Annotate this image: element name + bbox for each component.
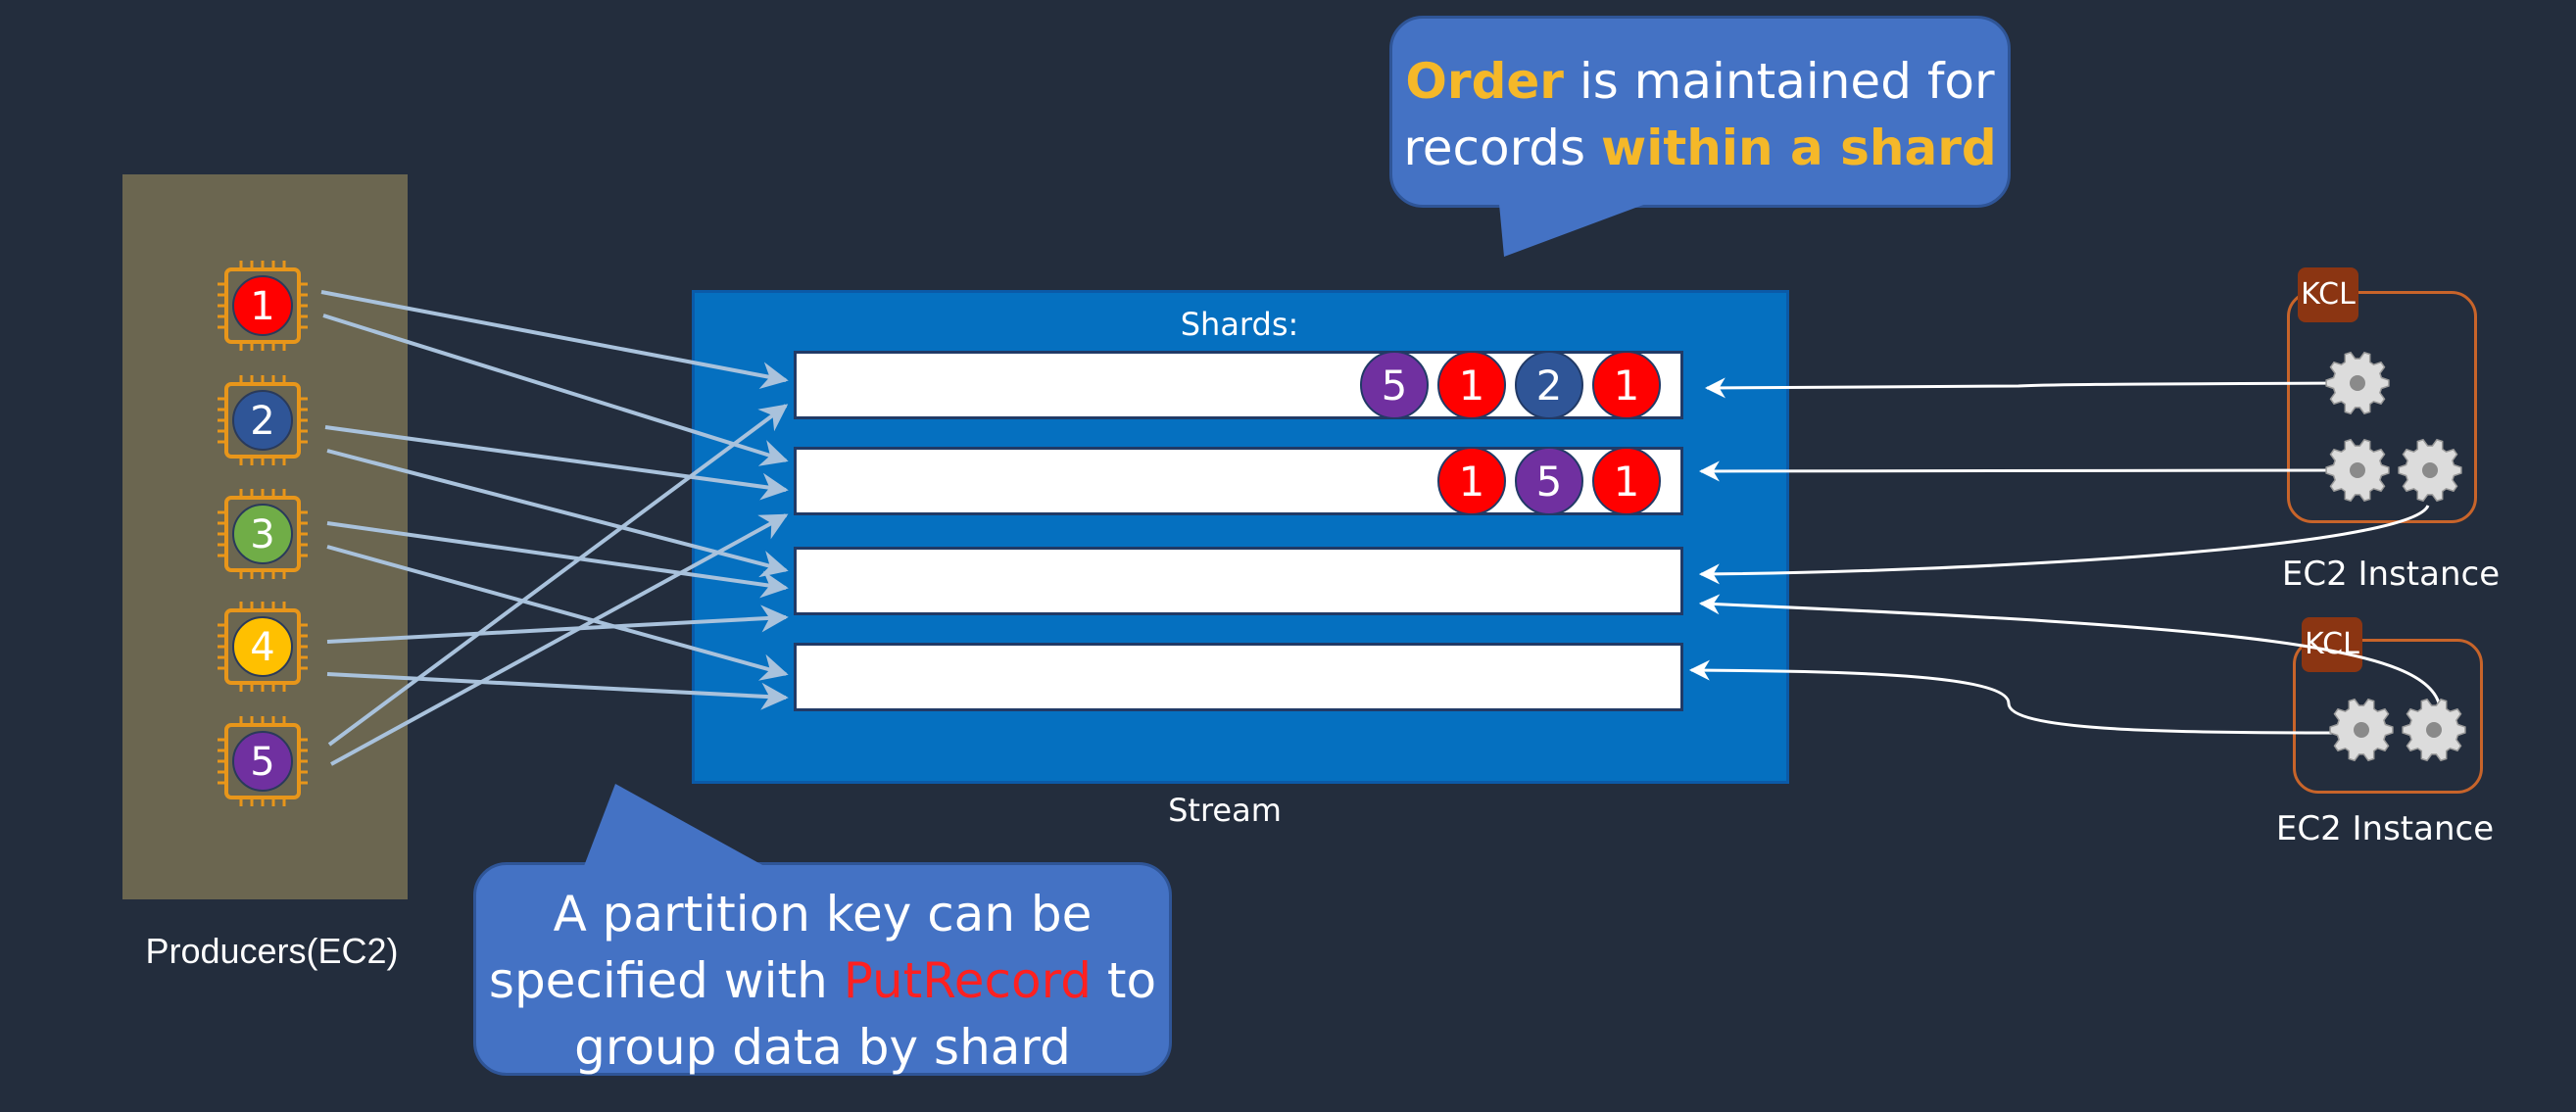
cpu-chip-icon: 3	[218, 489, 308, 579]
order-keyword-2: within a shard	[1601, 120, 1997, 176]
producer-arrow-9	[327, 404, 789, 747]
record-number: 1	[1614, 362, 1640, 410]
partition-text-1: A partition key can be	[553, 886, 1093, 943]
producer-arrow-5	[326, 521, 789, 599]
shards-title: Shards:	[1180, 306, 1299, 343]
chip-body	[224, 608, 301, 685]
partition-text-2c: to	[1092, 952, 1157, 1009]
stream-label: Stream	[1168, 792, 1282, 829]
cpu-chip-icon: 2	[218, 375, 308, 465]
record-number: 1	[1614, 458, 1640, 506]
producer-badge-5	[232, 731, 293, 792]
consumer-box-1	[2287, 291, 2477, 523]
record-number: 5	[1536, 458, 1563, 506]
cpu-chip-icon: 1	[218, 261, 308, 351]
consumer-arrow-4	[1698, 594, 2442, 708]
record-badge	[1360, 351, 1429, 419]
producers-label: Producers(EC2)	[145, 931, 399, 971]
order-callout-tail	[1499, 204, 1646, 257]
producer-arrow-8	[326, 672, 789, 710]
gear-icon	[2325, 438, 2390, 503]
record-number: 2	[1536, 362, 1563, 410]
producer-arrow-4	[326, 449, 789, 578]
record-number: 5	[1382, 362, 1408, 410]
gear-icon	[2402, 698, 2466, 762]
gear-hub	[2422, 462, 2438, 478]
producer-arrow-3	[324, 425, 789, 501]
gear-hub	[2350, 375, 2365, 391]
shard-3	[794, 547, 1683, 615]
producer-badge-4	[232, 616, 293, 677]
order-text-2: records	[1403, 120, 1601, 176]
record-badge	[1437, 447, 1506, 515]
producer-badge-3	[232, 504, 293, 564]
gear-hub	[2354, 722, 2369, 738]
record-badge	[1437, 351, 1506, 419]
partition-text-3: group data by shard	[574, 1019, 1071, 1076]
producer-number-1: 1	[250, 284, 274, 329]
partition-text-2a: specified with	[488, 952, 844, 1009]
chip-body	[224, 382, 301, 459]
producer-arrow-7	[326, 604, 789, 644]
cpu-chip-icon: 5	[218, 716, 308, 806]
record-badge	[1515, 447, 1583, 515]
order-keyword: Order	[1405, 53, 1564, 110]
producer-arrow-1	[320, 290, 789, 390]
producer-arrow-6	[326, 545, 789, 681]
consumer-box-2	[2293, 639, 2483, 794]
partition-callout: A partition key can be specified with Pu…	[473, 862, 1172, 1076]
gear-icon	[2325, 351, 2390, 415]
producer-badge-1	[232, 275, 293, 336]
producer-number-3: 3	[250, 512, 274, 557]
producer-number-5: 5	[250, 740, 274, 785]
cpu-chip-icon: 4	[218, 602, 308, 692]
gear-icon	[2329, 698, 2394, 762]
producer-number-4: 4	[250, 625, 274, 670]
partition-callout-tail	[584, 784, 764, 866]
order-callout: Order is maintained for records within a…	[1389, 16, 2011, 208]
shard-4	[794, 643, 1683, 711]
order-text-1: is maintained for	[1563, 53, 1995, 110]
chip-body	[224, 496, 301, 572]
kcl-badge-1: KCL	[2298, 267, 2358, 322]
chip-body	[224, 723, 301, 799]
producer-badge-2	[232, 390, 293, 451]
consumer-arrow-5	[1688, 659, 2333, 735]
consumer-arrow-2	[1698, 460, 2347, 482]
record-badge	[1592, 351, 1661, 419]
producer-arrow-2	[322, 314, 789, 466]
record-badge	[1592, 447, 1661, 515]
gear-hub	[2426, 722, 2442, 738]
ec2-instance-label-2: EC2 Instance	[2275, 809, 2495, 848]
record-badge	[1515, 351, 1583, 419]
record-number: 1	[1459, 362, 1485, 410]
ec2-instance-label-1: EC2 Instance	[2281, 555, 2501, 594]
consumer-arrow-3	[1698, 505, 2430, 585]
chip-body	[224, 267, 301, 344]
gear-icon	[2398, 438, 2462, 503]
producer-number-2: 2	[250, 399, 274, 444]
putrecord-keyword: PutRecord	[843, 952, 1093, 1009]
kcl-badge-2: KCL	[2302, 617, 2362, 672]
gear-hub	[2350, 462, 2365, 478]
record-number: 1	[1459, 458, 1485, 506]
producer-arrow-10	[330, 513, 789, 766]
consumer-arrow-1	[1704, 377, 2347, 399]
